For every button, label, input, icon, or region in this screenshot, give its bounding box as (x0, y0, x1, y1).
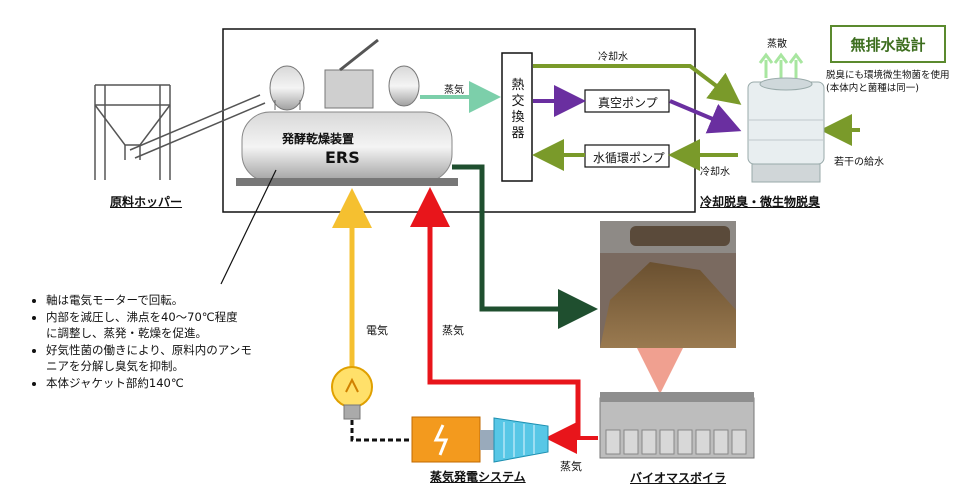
note-item: 内部を減圧し、沸点を40～70℃程度 (46, 309, 346, 326)
vacuum-pump-label: 真空ポンプ (598, 96, 658, 110)
steam-label-top: 蒸気 (444, 85, 464, 96)
evaporation-label: 蒸散 (767, 39, 787, 50)
heat-exchanger-box (501, 52, 533, 182)
product-flow-arrow (452, 164, 598, 329)
badge-note-1: 脱臭にも環境微生物菌を使用 (826, 70, 950, 81)
vacuum-flow-arrow-2 (669, 99, 742, 134)
hopper-title: 原料ホッパー (110, 195, 183, 209)
badge-note-2: (本体内と菌種は同一) (826, 83, 919, 94)
power-system-title: 蒸気発電システム (430, 470, 526, 484)
cooling-water-label-top: 冷却水 (598, 52, 628, 63)
cooling-tower-icon (747, 77, 825, 183)
title-badge: 無排水設計 (830, 25, 946, 63)
cooling-water-label-bottom: 冷却水 (700, 167, 730, 178)
steam-return-arrow (410, 187, 581, 437)
boiler-machine-icon (599, 392, 755, 459)
water-pump-label: 水循環ポンプ (593, 151, 665, 165)
generator-icon (411, 416, 494, 463)
turbine-icon (493, 417, 549, 463)
note-item: に調整し、蒸発・乾燥を促進。 (46, 326, 207, 340)
compost-pile-photo (600, 221, 736, 348)
electricity-label: 電気 (366, 324, 388, 337)
note-item: 軸は電気モーターで回転。 (46, 292, 346, 309)
hopper-machine-icon (94, 84, 266, 180)
boiler-title: バイオマスボイラ (630, 471, 727, 485)
heat-exchanger-label: 熱交換器 (511, 78, 525, 141)
deodorizer-title: 冷却脱臭・微生物脱臭 (700, 195, 821, 209)
callout-line (220, 169, 277, 285)
light-bulb-icon (331, 366, 373, 420)
fermentation-dryer-icon (236, 38, 458, 186)
note-item: 好気性菌の働きにより、原料内のアンモ (46, 342, 346, 359)
steam-label-bottom: 蒸気 (560, 460, 582, 473)
evaporation-arrows-icon (758, 52, 804, 78)
steam-label-mid: 蒸気 (442, 324, 464, 337)
notes-list: 軸は電気モーターで回転。 内部を減圧し、沸点を40～70℃程度 に調整し、蒸発・… (30, 292, 346, 391)
cooling-water-arrow (533, 64, 742, 105)
makeup-water-label: 若干の給水 (834, 157, 884, 168)
power-line (350, 420, 412, 442)
note-item: 本体ジャケット部約140℃ (46, 375, 346, 392)
note-item: ニアを分解し臭気を抑制。 (46, 359, 184, 373)
dryer-name: 発酵乾燥装置 (282, 132, 355, 146)
dryer-code: ERS (325, 148, 360, 167)
